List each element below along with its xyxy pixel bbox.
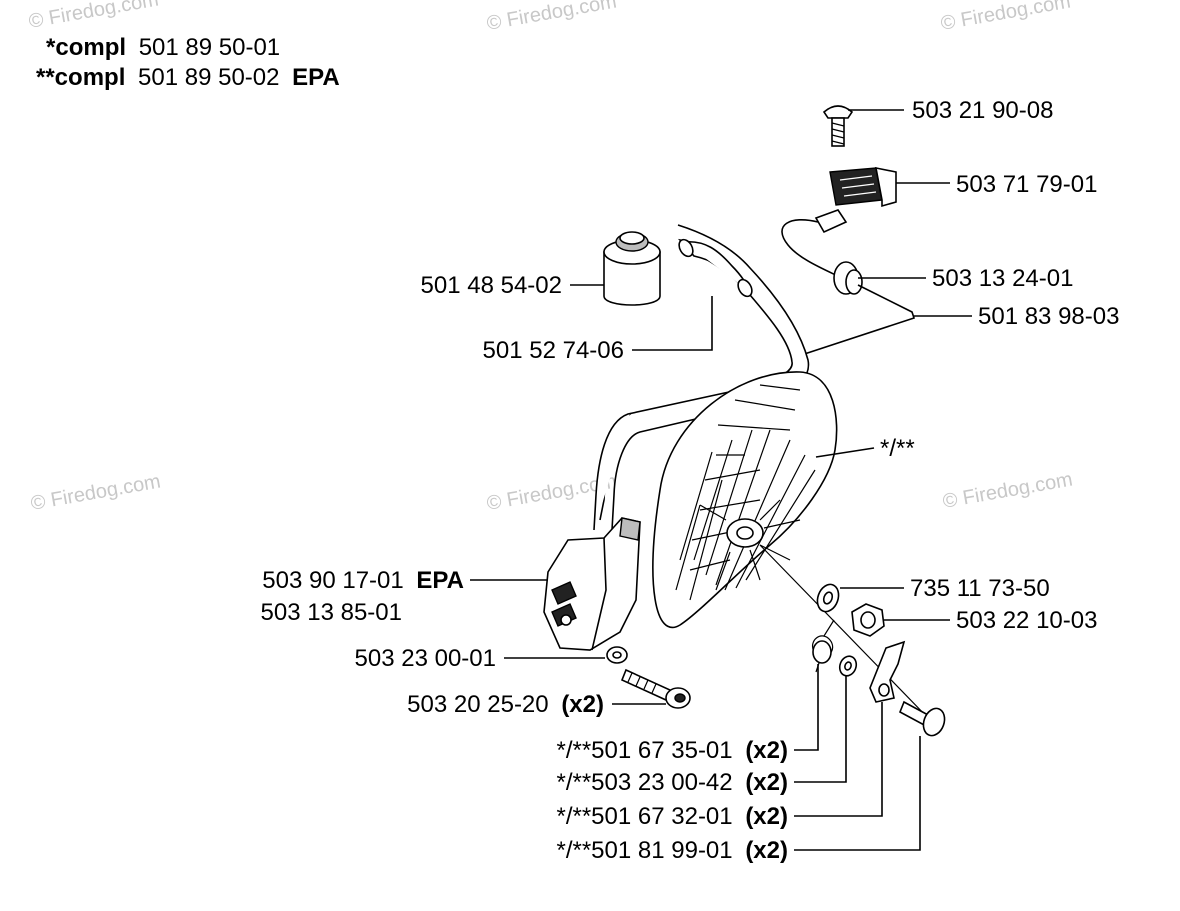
callout-washer-pawl-qty: (x2) [745,769,788,796]
callout-bolt: 503 20 25-20 (x2) [407,691,604,718]
watermark-mid-right: © Firedog.com [941,468,1074,512]
switch-part [829,166,897,208]
pawl-part [869,640,906,703]
callout-pin-number: 501 81 99-01 [591,837,732,864]
callout-washer: 735 11 73-50 [910,575,1050,602]
callout-spring-prefix: */** [556,737,591,764]
callout-washer-pawl-number: 503 23 00-42 [591,769,732,796]
washer-pawl-part [838,655,858,677]
callout-wire: 501 83 98-03 [978,303,1119,330]
watermark-top-right: © Firedog.com [939,0,1072,35]
cap-part [603,231,661,306]
callout-switch: 503 71 79-01 [956,171,1097,198]
callout-tube: 501 52 74-06 [483,337,624,364]
washer-small-part [606,646,628,664]
legend-line-2-suffix: EPA [292,64,340,91]
grommet-part [833,261,863,295]
callout-flywheel: */** [880,435,915,462]
callout-module-b: 503 13 85-01 [261,599,402,626]
callout-spring-number: 501 67 35-01 [591,737,732,764]
callout-washer-pawl: */**503 23 00-42 (x2) [556,769,788,796]
legend: *compl 501 89 50-01 **compl 501 89 50-02… [36,34,340,91]
bolt-part [620,668,691,709]
screw-part [822,105,854,147]
callout-washer-pawl-prefix: */** [556,769,591,796]
callout-grommet: 503 13 24-01 [932,265,1073,292]
switch-wire-part [781,209,848,281]
callout-pawl-prefix: */** [556,803,591,830]
callout-pawl-number: 501 67 32-01 [591,803,732,830]
callout-pawl-qty: (x2) [745,803,788,830]
ignition-module-part [543,517,641,651]
callout-pin-prefix: */** [556,837,591,864]
tube-part [593,224,810,531]
callout-module-a: 503 90 17-01 EPA [262,567,464,594]
axis-line [759,544,931,721]
callout-module-a-suffix: EPA [416,567,464,594]
watermark-top-left: © Firedog.com [27,0,160,33]
callout-spring-qty: (x2) [745,737,788,764]
callout-bolt-number: 503 20 25-20 [407,691,548,718]
callout-pin-qty: (x2) [745,837,788,864]
pin-part [898,700,946,737]
legend-line-1-prefix: *compl [46,34,126,61]
callout-bolt-qty: (x2) [561,691,604,718]
callout-labels: 503 21 90-08 503 71 79-01 503 13 24-01 5… [261,97,1120,864]
callout-washer-small: 503 23 00-01 [355,645,496,672]
callout-screw-top: 503 21 90-08 [912,97,1053,124]
callout-module-a-number: 503 90 17-01 [262,567,403,594]
callout-cap: 501 48 54-02 [421,272,562,299]
callout-pin: */**501 81 99-01 (x2) [556,837,788,864]
legend-line-2-number: 501 89 50-02 [138,64,279,91]
callout-spring: */**501 67 35-01 (x2) [556,737,788,764]
callout-pawl: */**501 67 32-01 (x2) [556,803,788,830]
watermark-mid-left: © Firedog.com [29,470,162,514]
washer-large-part [816,583,840,613]
watermark-top-center: © Firedog.com [485,0,618,35]
nut-part [851,603,885,637]
legend-line-2-prefix: **compl [36,64,125,91]
spring-part [812,619,835,673]
flywheel-part [652,371,838,629]
legend-line-2: **compl 501 89 50-02 EPA [36,64,340,91]
legend-line-1-number: 501 89 50-01 [139,34,280,61]
leader-lines [470,109,972,851]
callout-nut: 503 22 10-03 [956,607,1097,634]
legend-line-1: *compl 501 89 50-01 [46,34,280,61]
